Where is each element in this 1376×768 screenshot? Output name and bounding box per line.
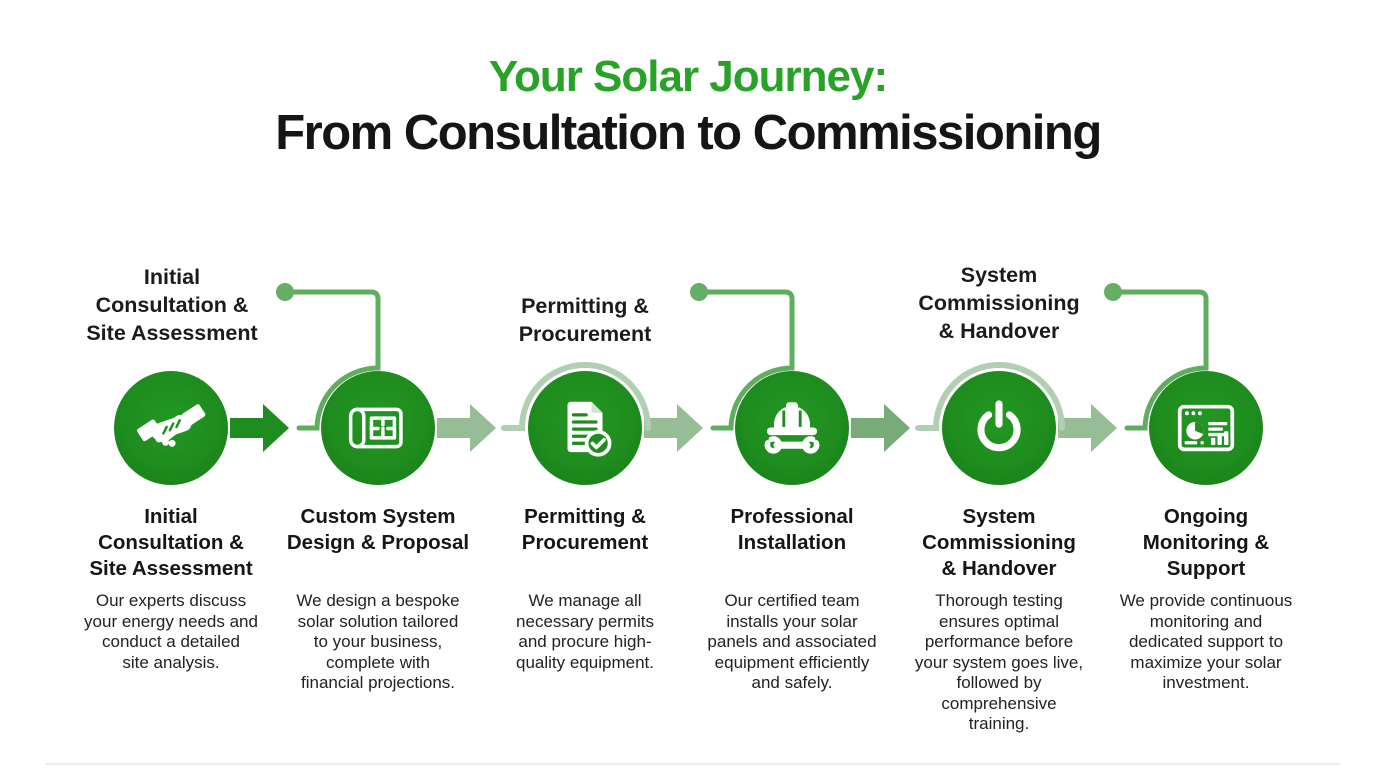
step-circle-6 [1149, 371, 1263, 485]
step-title: Ongoing Monitoring & Support [1142, 505, 1270, 580]
step-description: We provide continuous monitoring and ded… [1119, 591, 1293, 692]
flow-arrow-3 [644, 404, 703, 452]
power-icon [977, 400, 1021, 452]
step-circle-3 [528, 371, 642, 485]
connector-dot-2 [690, 283, 708, 301]
step-circle-4 [735, 371, 849, 485]
subtitle: From Consultation to Commissioning [275, 106, 1102, 160]
flow-arrow-5 [1058, 404, 1117, 452]
flow-arrow-1 [230, 404, 289, 452]
step-description: Our experts discuss your energy needs an… [84, 591, 258, 672]
step-description: Our certified team installs your solar p… [707, 591, 877, 692]
step-title: Initial Consultation & Site Assessment [89, 505, 253, 580]
connector-line-1 [291, 289, 381, 431]
step-description: We manage all necessary permits and proc… [516, 591, 654, 672]
decorative-arc-step3 [501, 362, 651, 431]
step-title: Professional Installation [730, 505, 854, 554]
step-title: Permitting & Procurement [521, 505, 649, 554]
flow-arrow-4 [851, 404, 910, 452]
connector-line-2 [705, 289, 795, 431]
step-column-2: Custom System Design & Proposal We desig… [268, 504, 488, 694]
connector-dot-3 [1104, 283, 1122, 301]
step-column-3: Permitting & Procurement We manage all n… [475, 504, 695, 673]
handshake-icon [137, 404, 206, 447]
connector-dot-1 [276, 283, 294, 301]
dashboard-icon [1177, 404, 1235, 452]
step-column-1: Initial Consultation & Site Assessment O… [61, 504, 281, 673]
step-title: System Commissioning & Handover [922, 505, 1076, 580]
step-description: Thorough testing ensures optimal perform… [914, 591, 1084, 733]
step-column-5: System Commissioning & Handover Thorough… [889, 504, 1109, 735]
step-column-6: Ongoing Monitoring & Support We provide … [1096, 504, 1316, 694]
document-check-icon [567, 401, 612, 457]
decorative-arc-step5 [915, 362, 1065, 431]
connector-line-3 [1119, 289, 1209, 431]
step-description: We design a bespoke solar solution tailo… [296, 591, 460, 692]
main-title: Your Solar Journey: [488, 52, 888, 101]
top-label-step3: Permitting & Procurement [518, 294, 652, 346]
step-column-4: Professional Installation Our certified … [682, 504, 902, 694]
page-header: Your Solar Journey: From Consultation to… [0, 50, 1376, 162]
top-label-step1: Initial Consultation & Site Assessment [86, 265, 258, 345]
flow-arrow-2 [437, 404, 496, 452]
blueprint-icon [348, 407, 403, 449]
step-circle-2 [321, 371, 435, 485]
hardhat-wrench-icon [764, 402, 820, 454]
top-label-step5: System Commissioning & Handover [918, 263, 1080, 343]
step-circle-1 [114, 371, 228, 485]
step-title: Custom System Design & Proposal [286, 505, 470, 554]
step-circle-5 [942, 371, 1056, 485]
